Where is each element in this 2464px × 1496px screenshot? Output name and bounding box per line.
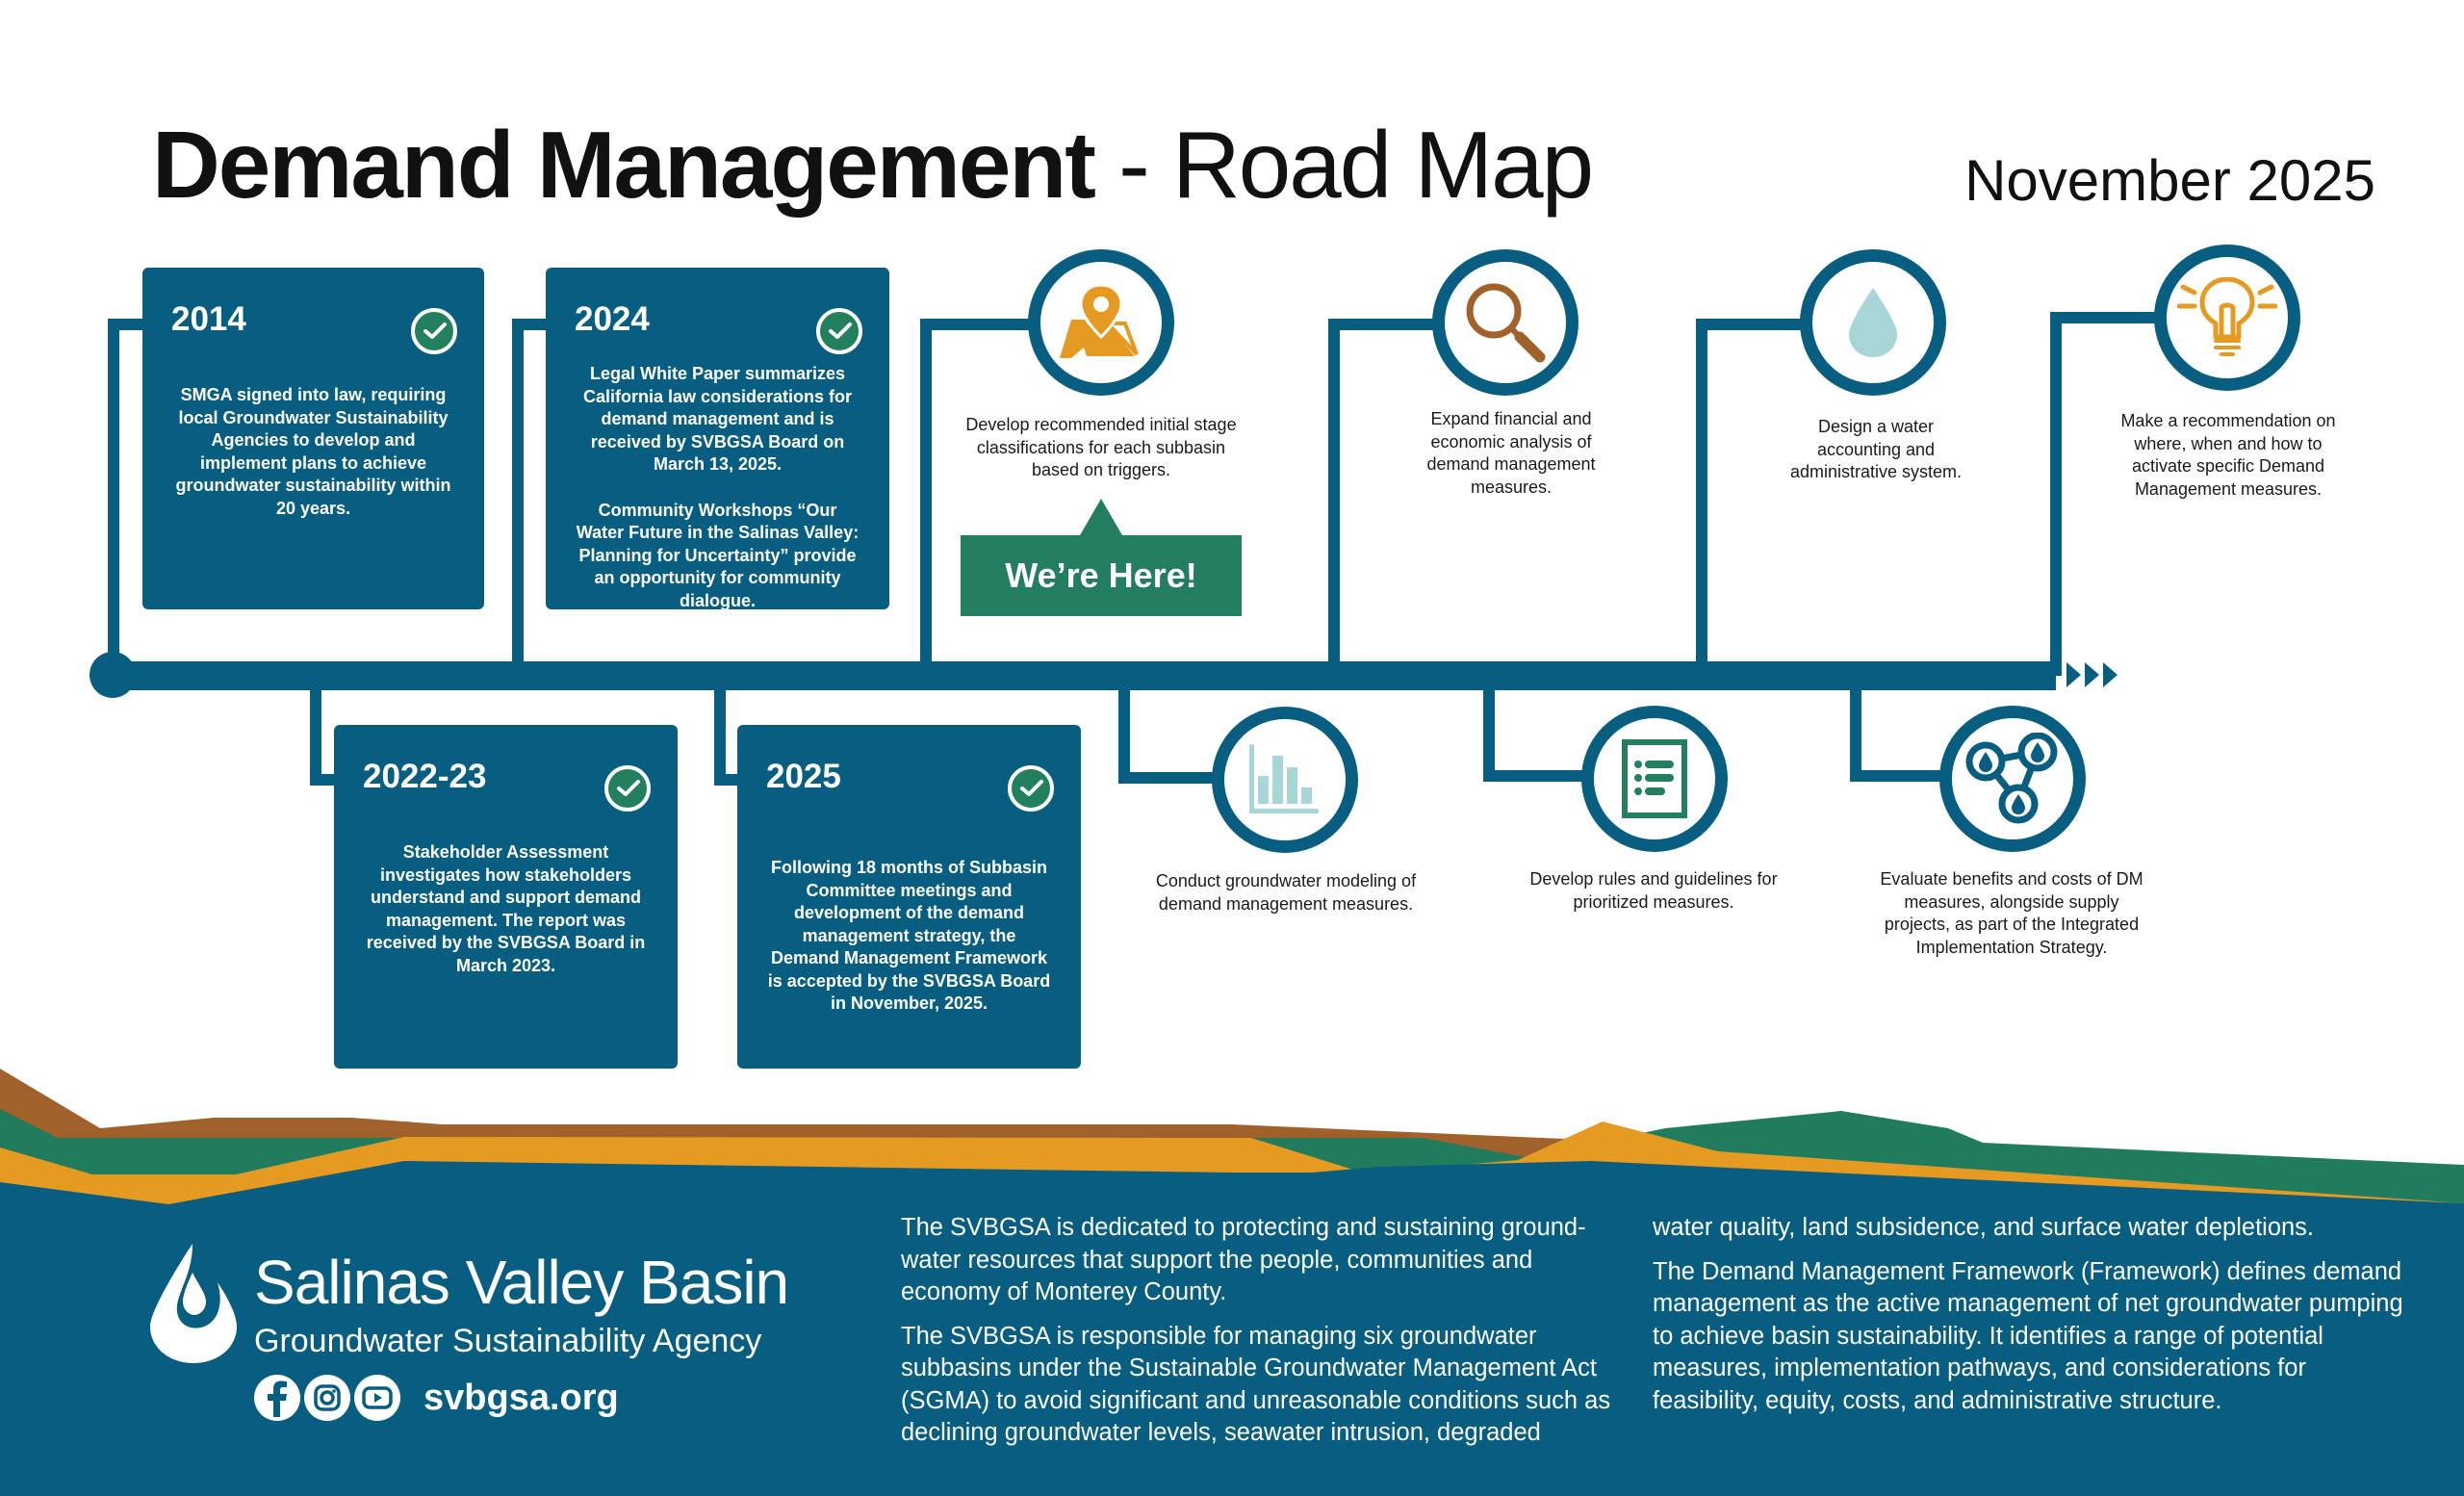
map-pin-icon (1060, 283, 1139, 358)
step-1-text: Develop recommended initial stage classi… (965, 415, 1237, 479)
magnifying-glass-icon (1466, 283, 1546, 363)
step-4-text: Develop rules and guidelines for priorit… (1529, 869, 1778, 912)
timeline-arrows (2066, 662, 2118, 687)
timeline-start-dot (90, 652, 136, 698)
about-column-1: The SVBGSA is dedicated to protecting an… (901, 1212, 1632, 1450)
step-2-text: Conduct groundwater modeling of demand m… (1155, 871, 1417, 914)
about-paragraph: The SVBGSA is dedicated to protecting an… (901, 1214, 1586, 1305)
check-icon (816, 308, 862, 354)
footer-background (0, 1161, 2464, 1496)
about-paragraph: The Demand Management Framework (Framewo… (1653, 1257, 2403, 1414)
milestone-year: 2022-23 (363, 758, 487, 795)
arrow-3 (2103, 662, 2118, 687)
milestone-description: Following 18 months of Subbasin Committe… (767, 858, 1051, 1013)
organization-name: Salinas Valley Basin (254, 1248, 789, 1317)
connector-2024 (512, 319, 549, 676)
milestone-description: Stakeholder Assessment investigates how … (366, 842, 646, 975)
milestone-card-2025: 2025 Following 18 months of Subbasin Com… (737, 725, 1081, 1069)
about-column-2: water quality, land subsidence, and surf… (1653, 1212, 2403, 1417)
step-7-icon-circle (2154, 245, 2300, 391)
instagram-icon[interactable] (304, 1375, 350, 1421)
step-2-icon-circle (1212, 707, 1358, 853)
website-link[interactable]: svbgsa.org (424, 1377, 619, 1418)
step-6-icon-circle (1939, 706, 2086, 852)
lightbulb-icon (2177, 277, 2277, 356)
step-6-text: Evaluate benefits and costs of DM measur… (1880, 869, 2143, 957)
organization-subtitle: Groundwater Sustainability Agency (254, 1323, 762, 1359)
step-5-text: Design a water accounting and administra… (1789, 417, 1963, 481)
connector-step-6 (1850, 676, 1944, 782)
milestone-card-2024: 2024 Legal White Paper summarizes Califo… (546, 268, 889, 610)
social-links: svbgsa.org (254, 1375, 619, 1421)
network-drops-icon (1965, 733, 2058, 824)
connector-step-3 (1328, 319, 1439, 676)
milestone-card-2014: 2014 SMGA signed into law, requiring loc… (142, 268, 484, 609)
publication-date: November 2025 (1964, 148, 2375, 213)
title-bold: Demand Management (152, 112, 1096, 218)
water-drop-logo-icon (150, 1244, 237, 1363)
milestone-year: 2025 (766, 758, 841, 795)
facebook-icon[interactable] (254, 1375, 300, 1421)
check-icon (1008, 765, 1054, 812)
step-7-text: Make a recommendation on where, when and… (2120, 411, 2336, 499)
title-light: - Road Map (1093, 112, 1594, 218)
milestone-year: 2014 (171, 300, 246, 338)
arrow-1 (2066, 662, 2081, 687)
current-position-marker: We’re Here! (961, 499, 1242, 616)
document-list-icon (1622, 739, 1687, 818)
youtube-icon[interactable] (354, 1375, 400, 1421)
step-3-icon-circle (1432, 249, 1578, 396)
connector-step-4 (1483, 676, 1588, 782)
connector-step-1 (920, 319, 1035, 676)
step-3-text: Expand financial and economic analysis o… (1426, 409, 1596, 497)
water-drop-icon (1849, 288, 1897, 357)
connector-step-2 (1118, 676, 1218, 784)
connector-2014 (108, 319, 144, 676)
milestone-description: SMGA signed into law, requiring local Gr… (175, 385, 451, 518)
step-4-icon-circle (1581, 706, 1728, 852)
about-paragraph: water quality, land subsidence, and surf… (1653, 1214, 2315, 1241)
milestone-description: Community Workshops “Our Water Future in… (576, 500, 860, 610)
check-icon (411, 308, 457, 354)
milestone-year: 2024 (575, 300, 650, 338)
page-title: Demand Management - Road Map (152, 117, 1594, 212)
arrow-2 (2085, 662, 2099, 687)
step-5-icon-circle (1800, 249, 1946, 396)
bar-chart-icon (1249, 744, 1319, 813)
connector-step-5 (1696, 319, 1805, 676)
milestone-description: Legal White Paper summarizes California … (582, 364, 853, 474)
check-icon (604, 765, 651, 812)
milestone-card-2022-23: 2022-23 Stakeholder Assessment investiga… (334, 725, 678, 1069)
about-paragraph: The SVBGSA is responsible for managing s… (901, 1322, 1611, 1447)
step-1-icon-circle (1028, 249, 1174, 396)
landscape-bands (0, 1069, 2464, 1496)
